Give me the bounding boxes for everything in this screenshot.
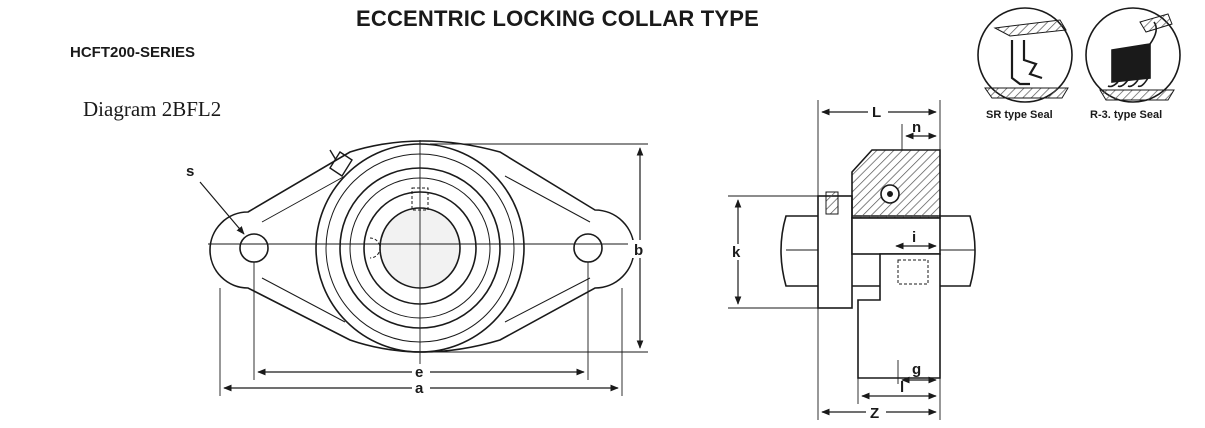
dim-b: b bbox=[634, 242, 643, 259]
r3-seal-body bbox=[1111, 43, 1151, 83]
left-bolt-hole bbox=[239, 233, 269, 263]
flange-slot bbox=[897, 259, 929, 285]
dim-k: k bbox=[732, 244, 741, 261]
side-view bbox=[728, 100, 976, 420]
series-label: HCFT200-SERIES bbox=[70, 44, 196, 61]
dim-l: l bbox=[900, 379, 904, 396]
housing-section bbox=[851, 149, 941, 219]
dim-g: g bbox=[912, 361, 921, 378]
diagram-label: Diagram 2BFL2 bbox=[83, 97, 222, 121]
dim-L: L bbox=[872, 104, 881, 121]
dim-i: i bbox=[912, 229, 916, 246]
sr-seal-profile bbox=[1010, 40, 1043, 86]
dim-a: a bbox=[415, 380, 424, 397]
dim-e: e bbox=[415, 364, 423, 381]
sr-seal-detail bbox=[977, 7, 1073, 103]
r3-seal-label: R-3. type Seal bbox=[1090, 109, 1163, 121]
sr-seal-label: SR type Seal bbox=[986, 109, 1053, 121]
collar-screw bbox=[825, 191, 839, 215]
locking-collar bbox=[817, 195, 853, 309]
flange-inner-contour bbox=[261, 175, 591, 323]
lock-pin bbox=[369, 237, 381, 259]
grease-nipple bbox=[329, 149, 353, 177]
dim-n: n bbox=[912, 119, 921, 136]
front-view bbox=[208, 140, 648, 396]
dim-line-s bbox=[199, 181, 245, 235]
dim-s: s bbox=[186, 163, 194, 180]
r3-seal-detail bbox=[1085, 7, 1181, 103]
page-title: ECCENTRIC LOCKING COLLAR TYPE bbox=[356, 6, 760, 31]
inner-ring bbox=[851, 217, 941, 255]
right-bolt-hole bbox=[573, 233, 603, 263]
flange-outline bbox=[209, 140, 635, 353]
dim-Z: Z bbox=[870, 405, 879, 422]
